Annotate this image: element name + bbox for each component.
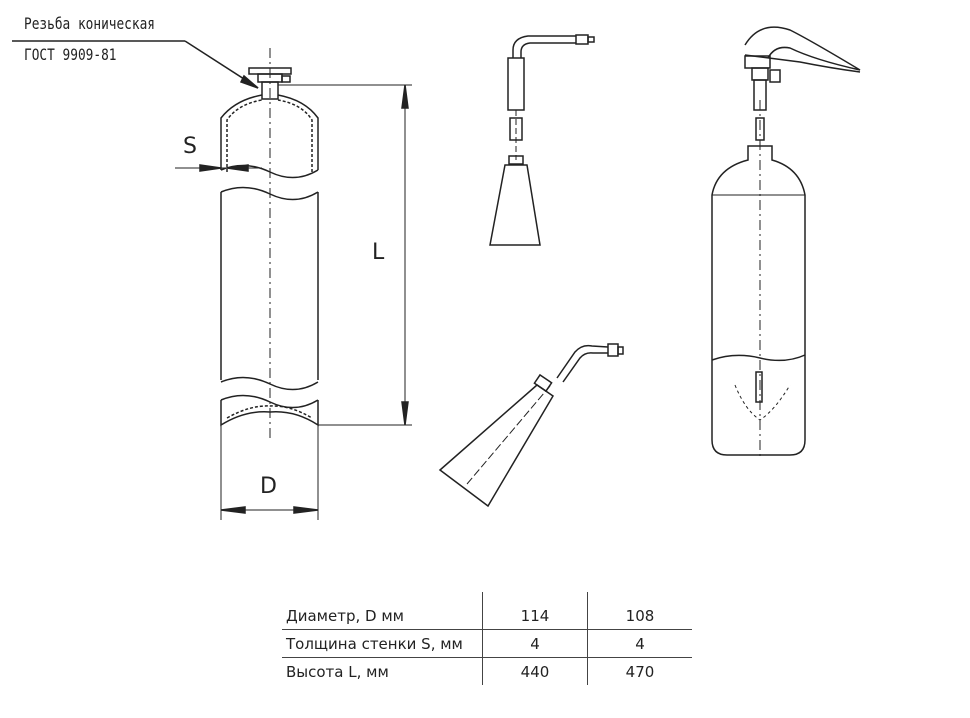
row-label: Толщина стенки S, мм xyxy=(282,629,483,658)
callout-standard-label: ГОСТ 9909-81 xyxy=(24,45,117,64)
cylinder-section xyxy=(175,48,412,520)
cell-value: 440 xyxy=(482,657,588,685)
cell-value: 108 xyxy=(587,602,692,630)
dimension-d-label: D xyxy=(260,474,277,499)
extinguisher-assembled xyxy=(711,26,861,460)
spec-table: Диаметр, D мм 114 108 Толщина стенки S, … xyxy=(282,592,692,685)
callout-thread-label: Резьба коническая xyxy=(24,14,156,33)
table-row: Диаметр, D мм 114 108 xyxy=(282,602,692,630)
dimension-l-label: L xyxy=(372,240,385,265)
table-row xyxy=(282,592,692,602)
callout-leader xyxy=(12,40,259,89)
cell-value: 4 xyxy=(587,629,692,658)
table-row: Толщина стенки S, мм 4 4 xyxy=(282,629,692,658)
cell-value: 4 xyxy=(482,629,588,658)
row-label: Диаметр, D мм xyxy=(282,602,483,630)
dimension-s-label: S xyxy=(183,134,197,159)
cell-value: 470 xyxy=(587,657,692,685)
nozzle-exploded xyxy=(489,34,595,246)
horn-assembled xyxy=(438,343,624,508)
cell-value: 114 xyxy=(482,602,588,630)
table-row: Высота L, мм 440 470 xyxy=(282,657,692,685)
row-label: Высота L, мм xyxy=(286,662,389,681)
